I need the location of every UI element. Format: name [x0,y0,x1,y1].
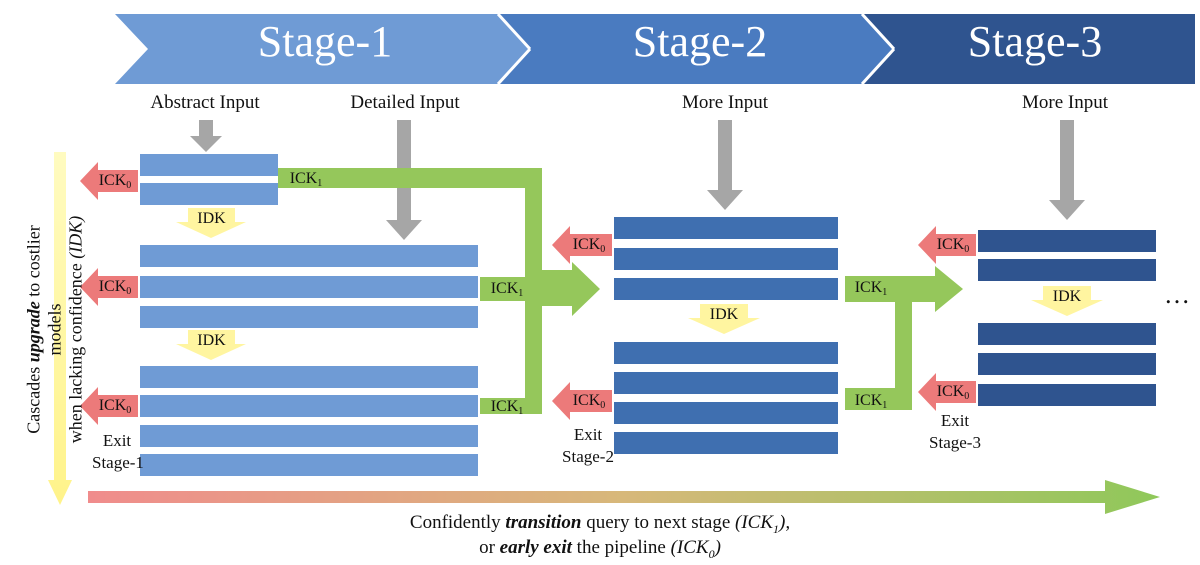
stage-2-label: Stage-2 [632,17,768,66]
stage-2-chevron [498,14,894,84]
stage-1-label: Stage-1 [257,17,393,66]
ick0-arrow-s2-b [552,382,612,420]
upgrade-arrow [48,152,72,505]
ick0-label-s2-a: ICK0 [572,236,606,255]
ick0-arrow-s2-a [552,226,612,264]
ick0-label-s2-b: ICK0 [572,392,606,411]
idk-label-s3: IDK [1052,288,1082,305]
ick1-label-s2-a: ICK1 [854,279,888,298]
idk-arrow-s3 [1031,286,1103,316]
ick0-label-s1-c: ICK0 [98,397,132,416]
more-input-arrow-3 [1049,120,1085,220]
transition-caption-line-2: or early exit the pipeline (ICK0) [479,537,721,561]
ick0-arrows [80,162,976,425]
idk-arrows [176,208,1103,360]
more-input-arrow-2 [707,120,743,210]
idk-label-s2: IDK [709,306,739,323]
ick1-label-s1-b: ICK1 [490,280,524,299]
ick1-label-s1-c: ICK1 [490,398,524,417]
ick0-label-s3-b: ICK0 [936,383,970,402]
more-stages-ellipsis: … [1164,280,1190,309]
idk-label-s1-a: IDK [197,210,226,227]
ick0-arrow-s3-b [918,373,976,411]
upgrade-caption: Cascades upgrade to costlier models when… [23,215,86,444]
more-input-label-2: More Input [681,92,768,113]
ick0-arrow-s1-c [80,387,138,425]
idk-arrow-s2 [688,304,760,334]
ick0-label-s1-a: ICK0 [98,172,132,191]
stage-1-chevron [115,14,530,84]
ick0-arrow-s1-b [80,268,138,306]
more-input-label-3: More Input [1021,92,1108,113]
ick1-label-s2-b: ICK1 [854,392,888,411]
transition-caption-line-1: Confidently transition query to next sta… [409,512,791,536]
idk-arrow-s1-b [176,330,246,360]
ick1-connectors-stage1 [278,168,600,414]
transition-arrow [88,480,1160,514]
ick0-arrow-s3-a [918,226,976,264]
stage-3-models [978,230,1156,406]
abstract-input-label: Abstract Input [150,92,260,113]
ick0-label-s3-a: ICK0 [936,236,970,255]
ick0-label-s1-b: ICK0 [98,278,132,297]
stage-2-models [614,217,838,454]
detailed-input-label: Detailed Input [350,92,460,113]
abstract-input-arrow [190,120,222,152]
ick0-arrow-s1-a [80,162,138,200]
stage-1-models [140,154,478,476]
stage-3-label: Stage-3 [967,17,1103,66]
idk-arrow-s1-a [176,208,246,238]
stage-3-chevron [862,14,1195,84]
ick1-connectors-stage2 [845,266,963,410]
idk-label-s1-b: IDK [197,332,226,349]
ick1-label-s1-a: ICK1 [289,170,323,189]
